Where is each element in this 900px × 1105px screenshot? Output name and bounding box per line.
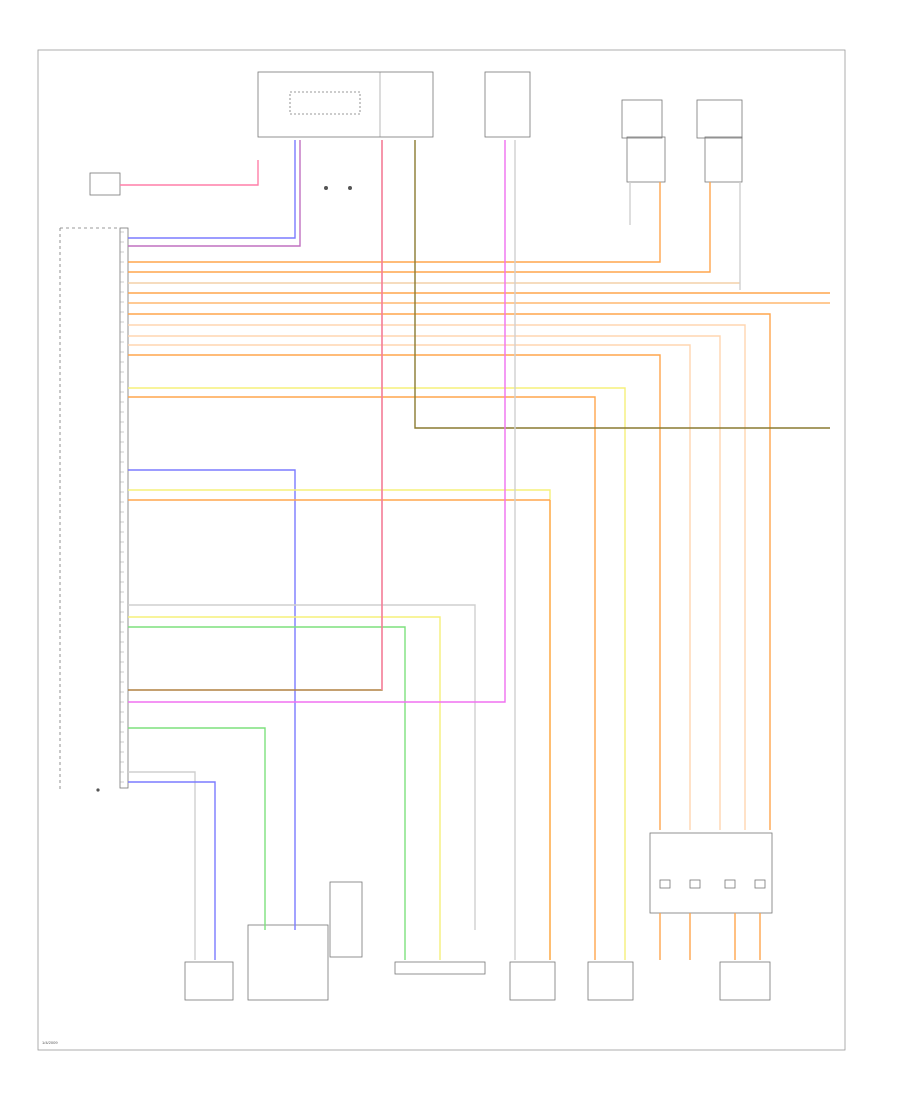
wire-orange-6 [128, 324, 746, 830]
wire-olive [414, 140, 830, 429]
fuse-box-left [257, 71, 434, 138]
terminal-dot [324, 186, 328, 190]
wire-orange-10 [128, 396, 596, 960]
wire-yellow-3 [128, 616, 441, 960]
wire-violet-top [128, 140, 301, 247]
wire-grey-1 [128, 604, 476, 930]
wire-magenta [128, 140, 506, 703]
diagram-border [37, 49, 846, 1051]
module-pin [689, 879, 701, 889]
wire-orange-8 [128, 344, 691, 830]
terminal-dot [348, 186, 352, 190]
wire-blue-short [128, 781, 216, 960]
ground-dot [96, 788, 100, 792]
wire-orange-1 [128, 182, 661, 263]
bottom-component-4 [394, 961, 486, 975]
bottom-right-module [649, 832, 773, 914]
wire-grey-2 [128, 771, 196, 960]
wire-blue-long [128, 469, 296, 930]
connector-pin-labels [120, 231, 124, 783]
wire-green-1 [128, 626, 406, 960]
wire-orange-5 [128, 313, 771, 830]
wire-orange-7 [128, 335, 721, 830]
bottom-component-1 [184, 961, 234, 1001]
page-number: 1/4/2009 [42, 1040, 58, 1045]
wire-orange-2 [128, 182, 711, 273]
bottom-component-3 [329, 881, 363, 958]
wire-pink-top [120, 160, 259, 186]
bottom-component-2 [247, 924, 329, 1001]
bottom-component-7 [719, 961, 771, 1001]
top-right-connector-b [696, 99, 743, 139]
fuse-box-right [484, 71, 531, 138]
component-markings [96, 186, 766, 889]
wire-blue-top [128, 140, 296, 239]
main-module-connector [119, 227, 129, 789]
top-right-connector-a-body [626, 136, 666, 183]
left-sensor-box [89, 172, 121, 196]
bottom-component-5 [509, 961, 556, 1001]
module-pin [659, 879, 671, 889]
module-pin [724, 879, 736, 889]
wire-orange-9 [128, 354, 661, 830]
wire-brown [128, 140, 383, 691]
wire-green-2 [128, 727, 266, 930]
fuse-inner-box [289, 91, 361, 115]
wire-yellow-2 [128, 489, 551, 960]
top-right-connector-a [621, 99, 663, 139]
module-pin [754, 879, 766, 889]
wire-group [120, 140, 830, 960]
wire-yellow-1 [128, 387, 626, 960]
top-right-connector-b-body [704, 136, 743, 183]
bottom-component-6 [587, 961, 634, 1001]
